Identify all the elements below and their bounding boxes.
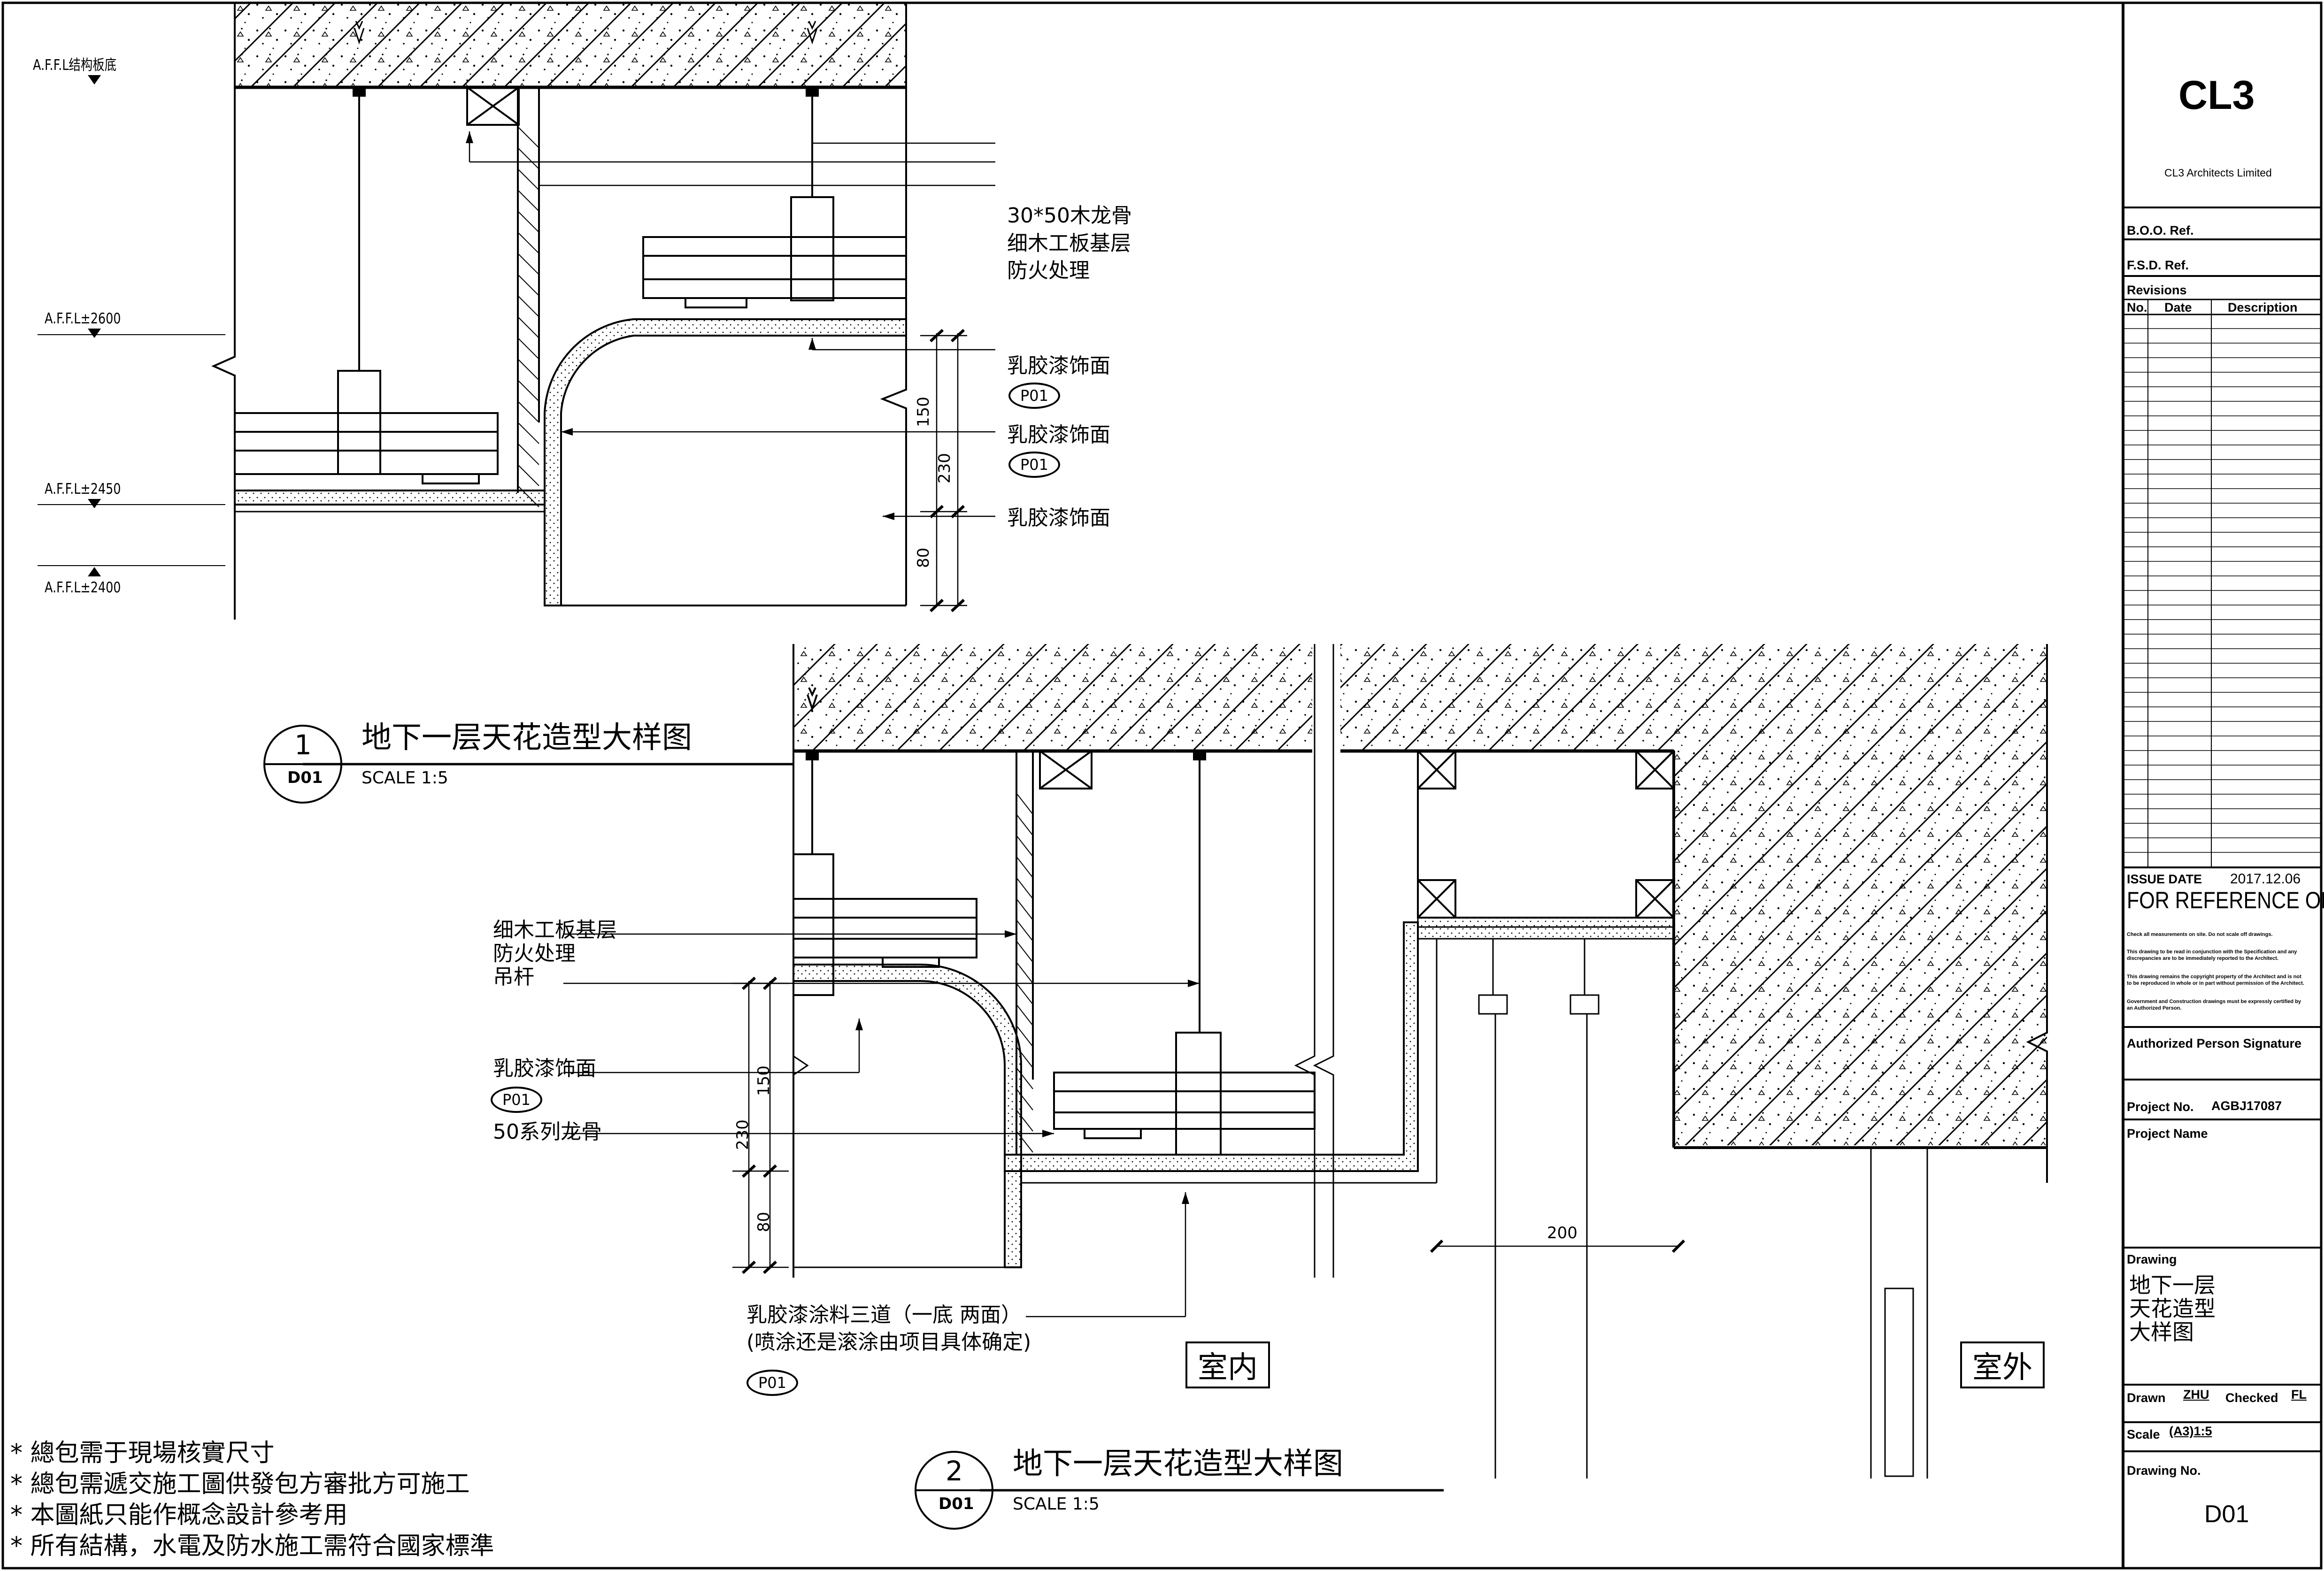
note-read-conjunction: This drawing to be read in conjunction w… xyxy=(2127,949,2297,961)
dim-80-d1: 80 xyxy=(914,547,933,568)
detail-1-title: 地下一层天花造型大样图 xyxy=(362,720,692,755)
callout-plywood-base: 细木工板基层 xyxy=(1007,231,1131,255)
note-copyright: This drawing remains the copyright prope… xyxy=(2127,974,2304,986)
finish-label-d2: 乳胶漆饰面 xyxy=(493,1057,596,1081)
general-note: * 本圖紙只能作概念設計參考用 xyxy=(10,1501,348,1529)
dim-80-d2: 80 xyxy=(754,1211,773,1232)
project-no-label: Project No. xyxy=(2127,1100,2194,1114)
rev-col-description: Description xyxy=(2228,300,2298,314)
drawing-title-line: 地下一层 xyxy=(2129,1272,2216,1298)
callout-plywood-base-2: 细木工板基层 xyxy=(493,918,617,942)
checked-label: Checked xyxy=(2225,1391,2278,1405)
detail-2-title: 地下一层天花造型大样图 xyxy=(1013,1447,1343,1481)
dim-230-d2: 230 xyxy=(733,1119,752,1150)
project-no: AGBJ17087 xyxy=(2211,1099,2282,1113)
detail-1-scale: SCALE 1:5 xyxy=(362,768,448,788)
outdoor-label: 室外 xyxy=(1960,1341,2045,1388)
paint-note-line-2: (喷涂还是滚涂由项目具体确定) xyxy=(746,1330,1031,1354)
finish-label-3: 乳胶漆饰面 xyxy=(1007,506,1110,530)
note-check-measurements: Check all measurements on site. Do not s… xyxy=(2127,932,2273,937)
level-2400: A.F.F.L±2400 xyxy=(45,579,121,596)
dim-150-d1: 150 xyxy=(914,397,933,427)
general-note: * 總包需于現場核實尺寸 xyxy=(10,1439,275,1467)
dim-200: 200 xyxy=(1547,1224,1578,1242)
firm-name: CL3 Architects Limited xyxy=(2164,167,2272,179)
authorized-signature-label: Authorized Person Signature xyxy=(2127,1036,2302,1050)
rev-col-date: Date xyxy=(2164,300,2192,314)
boo-ref-label: B.O.O. Ref. xyxy=(2127,223,2194,238)
drawing-no: D01 xyxy=(2204,1501,2249,1528)
drawn-by: ZHU xyxy=(2183,1387,2209,1402)
callout-timber-keel: 30*50木龙骨 xyxy=(1007,204,1132,228)
general-note: * 總包需遞交施工圖供發包方審批方可施工 xyxy=(10,1470,470,1498)
general-note: * 所有結構，水電及防水施工需符合國家標準 xyxy=(10,1532,494,1560)
drawing-label: Drawing xyxy=(2127,1252,2177,1266)
detail-2-number: 2 xyxy=(946,1455,963,1487)
finish-code-2: P01 xyxy=(1008,452,1060,478)
rev-col-no: No. xyxy=(2127,300,2147,314)
paint-code: P01 xyxy=(746,1370,798,1396)
level-2600: A.F.F.L±2600 xyxy=(45,310,121,327)
issue-date-label: ISSUE DATE xyxy=(2127,872,2202,886)
fsd-ref-label: F.S.D. Ref. xyxy=(2127,258,2189,272)
note-government: Government and Construction drawings mus… xyxy=(2127,999,2301,1011)
firm-logo: CL3 xyxy=(2178,73,2255,118)
level-structure: A.F.F.L结构板底 xyxy=(33,57,117,74)
paint-note-line-1: 乳胶漆涂料三道（一底 两面） xyxy=(746,1303,1022,1327)
dim-230-d1: 230 xyxy=(935,453,954,483)
level-2450: A.F.F.L±2450 xyxy=(45,481,121,498)
detail-2-scale: SCALE 1:5 xyxy=(1013,1494,1100,1514)
drawing-no-label: Drawing No. xyxy=(2127,1464,2201,1478)
detail-1-sheet: D01 xyxy=(287,768,323,787)
reference-status: FOR REFERENCE ONLY xyxy=(2127,887,2324,913)
indoor-label: 室内 xyxy=(1185,1341,1270,1388)
finish-label-2: 乳胶漆饰面 xyxy=(1007,423,1110,447)
keel-label: 50系列龙骨 xyxy=(493,1120,602,1144)
scale-label: Scale xyxy=(2127,1427,2160,1441)
callout-hanger-rod: 吊杆 xyxy=(493,965,534,989)
callout-fireproof-2: 防火处理 xyxy=(493,942,576,966)
scale-value: (A3)1:5 xyxy=(2169,1424,2212,1438)
callout-fireproof: 防火处理 xyxy=(1007,259,1090,283)
drawing-title-line: 大样图 xyxy=(2129,1319,2194,1345)
drawn-label: Drawn xyxy=(2127,1391,2166,1405)
dim-150-d2: 150 xyxy=(754,1065,773,1096)
checked-by: FL xyxy=(2291,1387,2307,1402)
issue-date: 2017.12.06 xyxy=(2230,871,2301,887)
finish-code-d2: P01 xyxy=(491,1087,542,1113)
finish-label-1: 乳胶漆饰面 xyxy=(1007,354,1110,378)
finish-code-1: P01 xyxy=(1008,383,1060,409)
detail-1-number: 1 xyxy=(294,729,312,761)
detail-2-sheet: D01 xyxy=(939,1494,974,1513)
revisions-label: Revisions xyxy=(2127,283,2187,297)
project-name-label: Project Name xyxy=(2127,1127,2208,1141)
drawing-title-line: 天花造型 xyxy=(2129,1296,2216,1321)
